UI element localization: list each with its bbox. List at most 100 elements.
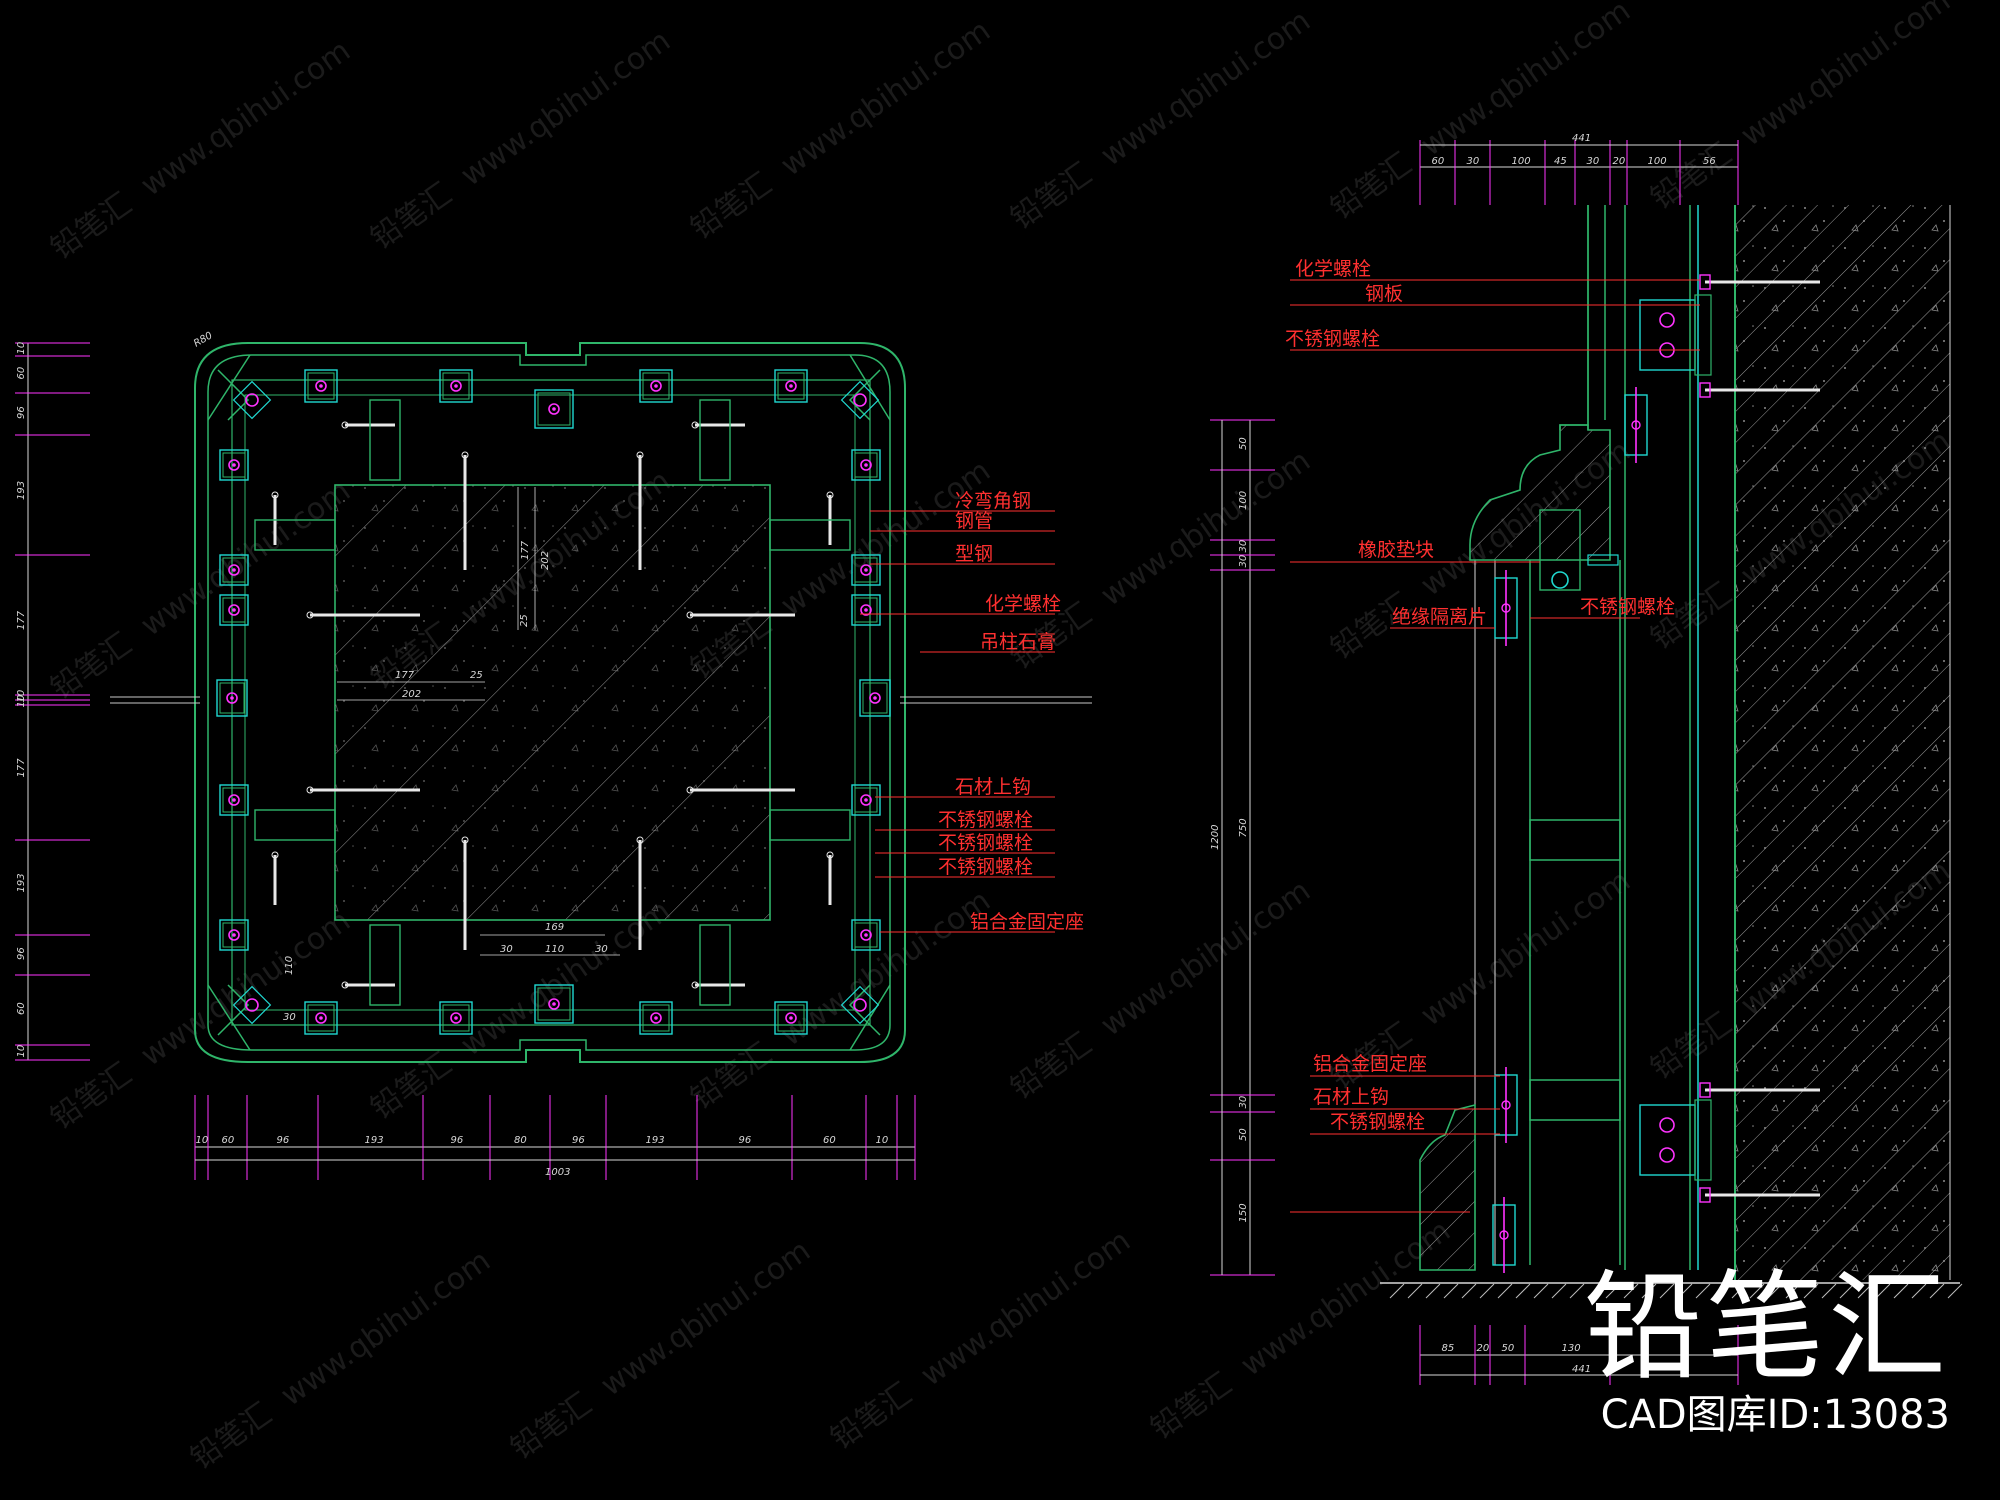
section-top-dim: 56	[1703, 156, 1716, 167]
watermark-url: www.qbihui.com	[775, 13, 997, 183]
section-label: 铝合金固定座	[1310, 1053, 1500, 1077]
watermark-url: www.qbihui.com	[1095, 873, 1317, 1043]
fixing-plate	[304, 1001, 338, 1035]
section-left-dim: 750	[1238, 818, 1249, 837]
section-top-dim: 30	[1587, 156, 1600, 167]
chemical-bolt	[691, 981, 745, 989]
fixing-plate	[851, 554, 881, 586]
aluminum-base	[1539, 509, 1581, 591]
inner-dim-11: 110	[284, 956, 295, 975]
plan-left-dim: 10	[16, 695, 27, 708]
watermark-layer: 铅笔汇www.qbihui.com铅笔汇www.qbihui.com铅笔汇www…	[45, 0, 1957, 1477]
stone-base-bottom	[1419, 1103, 1476, 1271]
brand-watermark: 铅笔汇 CAD图库ID:13083	[1584, 1268, 1950, 1438]
section-top-dim: 100	[1512, 156, 1531, 167]
plan-bottom-dim: 193	[365, 1135, 384, 1146]
chemical-bolt	[306, 611, 420, 619]
plan-annotations: 冷弯角钢钢管型钢化学螺栓吊柱石膏石材上钩不锈钢螺栓不锈钢螺栓不锈钢螺栓铝合金固定…	[860, 490, 1084, 933]
fixing-plate	[534, 389, 574, 429]
plan-left-dim: 10	[16, 1045, 27, 1058]
plan-label-text: 化学螺栓	[985, 593, 1061, 615]
plan-left-dim: 10	[16, 690, 27, 703]
plan-left-dim: 96	[16, 406, 27, 419]
fixing-plate	[851, 919, 881, 951]
plan-label-text: 钢管	[955, 510, 993, 532]
steel-angle	[254, 519, 336, 551]
fixing-plate	[219, 919, 249, 951]
inner-dim-2: 202	[402, 689, 421, 700]
plan-left-dim: 193	[16, 873, 27, 892]
fixing-plate	[859, 679, 891, 717]
section-label: 石材上钩	[1310, 1086, 1500, 1110]
section-top-dim: 100	[1648, 156, 1667, 167]
fixing-plate	[534, 984, 574, 1024]
section-hardware	[1492, 274, 1820, 1273]
section-left-total: 1200	[1210, 825, 1221, 850]
stone-cladding-inner	[207, 354, 891, 1051]
watermark-url: www.qbihui.com	[1735, 0, 1957, 153]
section-label-text: 铝合金固定座	[1313, 1053, 1427, 1075]
section-top-dim: 30	[1467, 156, 1480, 167]
chemical-bolt	[686, 786, 795, 794]
fixing-plate	[439, 1001, 473, 1035]
inner-dim-4: 202	[540, 551, 551, 570]
section-top-dim: 60	[1432, 156, 1445, 167]
section-top-dim: 20	[1613, 156, 1626, 167]
section-bottom-dim: 130	[1562, 1343, 1581, 1354]
stone-cornice-top	[1469, 424, 1611, 561]
chemical-bolt	[636, 451, 644, 570]
section-bottom-dim: 50	[1502, 1343, 1515, 1354]
plan-bottom-dim: 80	[514, 1135, 527, 1146]
steel-angle	[369, 399, 401, 481]
section-label: 不锈钢螺栓	[1310, 1111, 1500, 1135]
steel-plate	[1639, 1099, 1712, 1181]
watermark-brand: 铅笔汇	[1005, 1026, 1099, 1106]
section-left-dim: 30	[1238, 1096, 1249, 1109]
watermark-brand: 铅笔汇	[365, 176, 459, 256]
plan-bottom-dim: 96	[739, 1135, 752, 1146]
fixing-plate	[216, 679, 248, 717]
watermark-url: www.qbihui.com	[455, 23, 677, 193]
watermark-brand: 铅笔汇	[1645, 1006, 1739, 1086]
section-annotations: 化学螺栓钢板不锈钢螺栓橡胶垫块绝缘隔离片不锈钢螺栓铝合金固定座石材上钩不锈钢螺栓	[1285, 258, 1700, 1213]
steel-angle	[769, 809, 851, 841]
plan-label: 钢管	[870, 510, 1055, 532]
watermark-url: www.qbihui.com	[775, 453, 997, 623]
corner-bolt	[232, 380, 272, 420]
wall-anchor-bolt	[1699, 1187, 1820, 1203]
section-frames	[1474, 205, 1699, 1270]
section-label: 橡胶垫块	[1290, 539, 1540, 563]
chemical-bolt	[341, 421, 395, 429]
fixing-plate	[219, 554, 249, 586]
chemical-bolt	[636, 836, 644, 950]
chemical-bolt	[461, 836, 469, 950]
fixing-plate	[219, 784, 249, 816]
steel-angle	[769, 519, 851, 551]
watermark-url: www.qbihui.com	[775, 883, 997, 1053]
steel-angle	[254, 809, 336, 841]
plan-fixing-plates	[216, 369, 891, 1035]
inner-dim-1: 177	[395, 670, 415, 681]
plan-label: 不锈钢螺栓	[875, 856, 1055, 878]
plan-bottom-dim: 10	[876, 1135, 889, 1146]
steel-angle	[369, 924, 401, 1006]
plan-total-width: 1003	[545, 1167, 570, 1178]
plan-label: 铝合金固定座	[880, 911, 1084, 933]
watermark-brand: 铅笔汇	[185, 1396, 279, 1476]
plan-label-text: 不锈钢螺栓	[938, 809, 1033, 831]
section-label-text: 石材上钩	[1313, 1086, 1389, 1108]
inner-dim-10: 30	[595, 944, 608, 955]
